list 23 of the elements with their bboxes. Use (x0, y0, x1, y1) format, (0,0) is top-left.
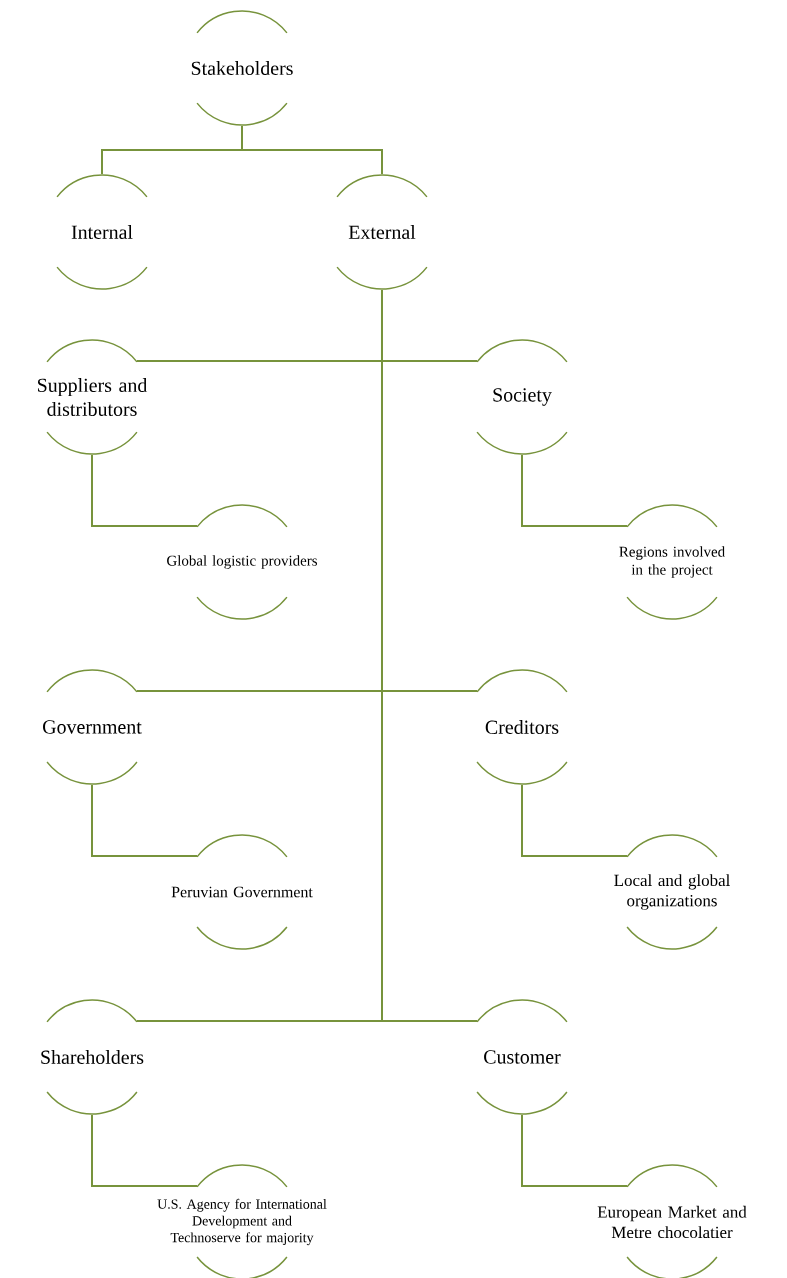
bracketed-node: U.S. Agency for International Development and Technoserve for majority (157, 1164, 327, 1278)
bracketed-node: Suppliers and distributors (38, 339, 148, 455)
bracketed-node: External (336, 174, 428, 290)
connector-line (91, 1114, 198, 1187)
bracketed-node: Creditors (476, 669, 568, 785)
bracketed-node: Global logistic providers (167, 504, 317, 620)
bracketed-node: Shareholders (41, 999, 144, 1115)
connector-line (241, 125, 383, 175)
bracketed-node: Government (43, 669, 142, 785)
bracketed-node: Peruvian Government (171, 834, 313, 950)
bracketed-node: Local and global organizations (614, 834, 730, 950)
connector-line (91, 784, 198, 857)
bracketed-node: Customer (476, 999, 568, 1115)
bracketed-node: Society (476, 339, 568, 455)
connector-line (381, 289, 478, 1022)
bracketed-node: European Market and Metre chocolatier (597, 1164, 747, 1278)
bracketed-node: Internal (56, 174, 148, 290)
connector-line (91, 454, 198, 527)
bracketed-node: Stakeholders (191, 10, 293, 126)
connector-line (521, 784, 628, 857)
connector-line (521, 454, 628, 527)
connector-line (521, 1114, 628, 1187)
bracketed-node: Regions involved in the project (619, 504, 725, 620)
